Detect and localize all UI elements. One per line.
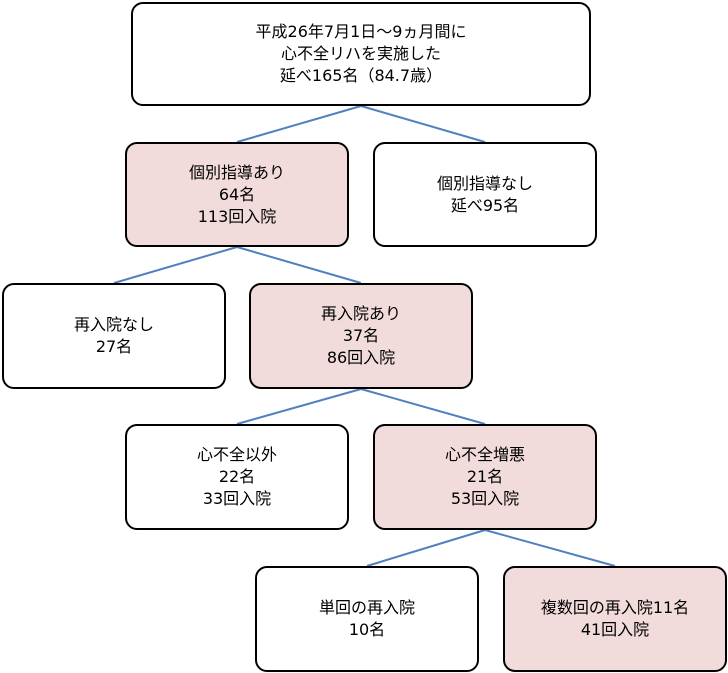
non-hf-box: 心不全以外 22名 33回入院 <box>125 424 349 530</box>
readmission-title: 再入院あり <box>320 304 401 323</box>
readmission-admissions: 86回入院 <box>326 348 396 367</box>
readmission-box: 再入院あり 37名 86回入院 <box>249 283 473 389</box>
non-hf-count: 22名 <box>218 467 256 486</box>
root-line-3: 延べ165名（84.7歳） <box>279 66 443 85</box>
non-hf-admissions: 33回入院 <box>202 489 272 508</box>
root-line-2: 心不全リハを実施した <box>280 44 441 63</box>
connector-hf-worsening-to-multiple <box>484 529 616 567</box>
connector-readmission-to-hf-worsening <box>360 388 486 425</box>
connector-with-guidance-to-readmission <box>236 246 362 284</box>
hf-worsening-title: 心不全増悪 <box>444 445 525 464</box>
single-readmission-title: 単回の再入院 <box>318 598 415 617</box>
multiple-readmission-box: 複数回の再入院11名 41回入院 <box>503 566 727 672</box>
with-guidance-title: 個別指導あり <box>188 162 285 182</box>
no-readmission-count: 27名 <box>95 337 133 356</box>
connector-readmission-to-non-hf <box>236 388 362 425</box>
without-guidance-title: 個別指導なし <box>436 173 533 193</box>
with-guidance-admissions: 113回入院 <box>197 206 277 226</box>
single-readmission-count: 10名 <box>348 620 386 639</box>
no-readmission-title: 再入院なし <box>73 315 154 334</box>
without-guidance-count: 延べ95名 <box>450 195 520 215</box>
root-box: 平成26年7月1日～9ヵ月間に 心不全リハを実施した 延べ165名（84.7歳） <box>131 2 591 106</box>
multiple-readmission-admissions: 41回入院 <box>580 620 650 639</box>
readmission-count: 37名 <box>342 326 380 345</box>
non-hf-title: 心不全以外 <box>196 445 277 464</box>
hf-worsening-box: 心不全増悪 21名 53回入院 <box>373 424 597 530</box>
no-readmission-box: 再入院なし 27名 <box>2 283 226 389</box>
single-readmission-box: 単回の再入院 10名 <box>255 566 479 672</box>
hf-worsening-count: 21名 <box>466 467 504 486</box>
root-line-1: 平成26年7月1日～9ヵ月間に <box>255 22 467 41</box>
without-guidance-box: 個別指導なし 延べ95名 <box>373 142 597 247</box>
connector-with-guidance-to-no-readmission <box>113 246 238 284</box>
connector-root-to-without-guidance <box>360 105 486 143</box>
multiple-readmission-title: 複数回の再入院11名 <box>540 598 690 617</box>
hf-worsening-admissions: 53回入院 <box>450 489 520 508</box>
connector-root-to-with-guidance <box>236 105 362 143</box>
with-guidance-count: 64名 <box>218 184 256 204</box>
with-guidance-box: 個別指導あり 64名 113回入院 <box>125 142 349 247</box>
connector-hf-worsening-to-single <box>366 529 486 567</box>
